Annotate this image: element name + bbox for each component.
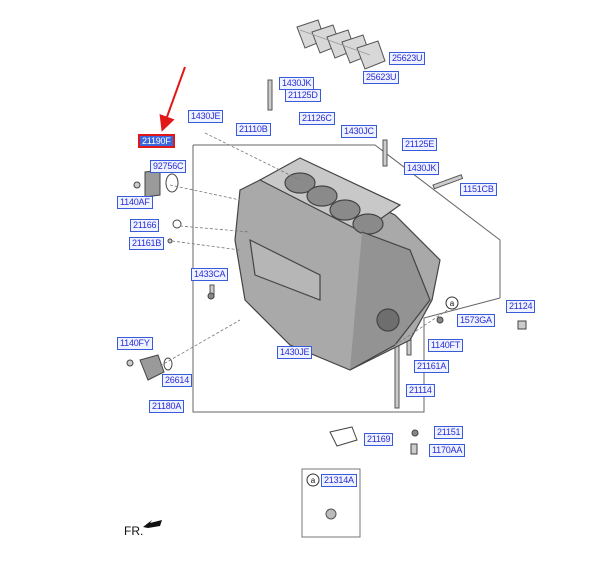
part-label-21124[interactable]: 21124 [506,300,536,313]
part-label-21190-highlighted[interactable]: 21190F [138,134,175,148]
inset-part [325,508,337,520]
part-label-21151[interactable]: 21151 [434,426,464,439]
assembly-frame-top [193,144,501,298]
callout-circle-main [445,296,459,310]
part-label-1140ft[interactable]: 1140FT [428,339,464,352]
part-label-1430je-lower[interactable]: 1430JE [277,346,313,359]
callout-letter-inset: a [311,476,316,485]
front-direction-label: FR. [124,524,144,538]
part-label-21161b[interactable]: 21161B [129,237,165,250]
part-label-21180a[interactable]: 21180A [149,400,185,413]
part-label-21125d[interactable]: 21125D [285,89,321,102]
part-label-92756c[interactable]: 92756C [150,160,187,173]
caps-leader [299,29,371,56]
part-label-21166[interactable]: 21166 [130,219,160,232]
pointer-arrow [159,66,186,132]
part-label-26614[interactable]: 26614 [162,374,193,387]
inset-box [301,468,361,538]
front-arrow-icon [143,520,162,528]
part-label-1140fy[interactable]: 1140FY [117,337,153,350]
part-label-21169[interactable]: 21169 [364,433,394,446]
part-label-21126c[interactable]: 21126C [299,112,335,125]
part-label-1430jc[interactable]: 1430JC [341,125,377,138]
parts-right [329,316,527,455]
oil-parts-left [126,169,215,381]
part-label-25623u-upper[interactable]: 25623U [389,52,426,65]
part-label-25623u-lower[interactable]: 25623U [363,71,400,84]
part-label-21314a[interactable]: 21314A [321,474,357,487]
part-label-21161a[interactable]: 21161A [414,360,450,373]
leader-lines [159,132,456,367]
assembly-frame [192,145,501,413]
part-label-21125e[interactable]: 21125E [402,138,438,151]
part-label-1140af[interactable]: 1140AF [117,196,153,209]
part-label-1433ca[interactable]: 1433CA [191,268,229,281]
callout-circle-inset [306,473,320,487]
callout-letter-main: a [450,299,455,308]
part-label-1430jk-lower[interactable]: 1430JK [404,162,440,175]
part-label-1151cb[interactable]: 1151CB [460,183,497,196]
part-label-1170aa[interactable]: 1170AA [429,444,466,457]
part-label-1430je-upper[interactable]: 1430JE [188,110,224,123]
engine-block [234,157,441,371]
part-label-21114[interactable]: 21114 [406,384,435,397]
part-label-21110b[interactable]: 21110B [236,123,271,136]
part-label-1573ga[interactable]: 1573GA [457,314,495,327]
